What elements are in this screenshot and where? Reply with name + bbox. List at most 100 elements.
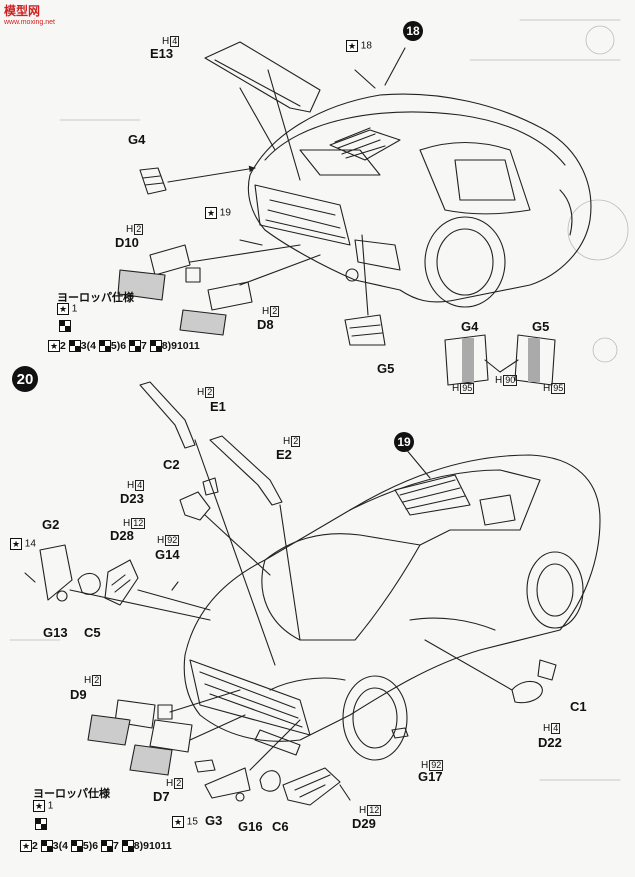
c1-d22-parts <box>424 639 557 704</box>
star-icon: ★ <box>57 303 69 315</box>
europe-decal-bottom: ★ 1 <box>33 800 53 812</box>
label-g5: G5 <box>377 361 395 376</box>
star-icon: ★ <box>172 816 184 828</box>
decal-ref-19: ★ 19 <box>205 207 231 219</box>
g17-part <box>391 727 409 739</box>
checker-icon <box>98 340 111 353</box>
label-g17: G17 <box>418 769 443 784</box>
leader-19 <box>404 447 431 479</box>
checker-icon <box>35 818 47 830</box>
e13-wing-part <box>204 41 321 113</box>
label-d28: D28 <box>110 528 134 543</box>
label-g4: G4 <box>128 132 146 147</box>
label-d22: D22 <box>538 735 562 750</box>
mirror-arms <box>139 381 301 666</box>
decal-ref-g2: ★ 14 <box>10 538 36 550</box>
label-e2: E2 <box>276 447 292 462</box>
checker-icon <box>121 840 134 853</box>
label-g5-paint: G5 <box>532 319 550 334</box>
label-d8: D8 <box>257 317 274 332</box>
checker-icon <box>68 340 81 353</box>
europe-decal-number: 1 <box>71 303 78 315</box>
decal-ref-g3-number: 15 <box>186 816 198 828</box>
label-g13: G13 <box>43 625 68 640</box>
label-e1: E1 <box>210 399 226 414</box>
lower-light-parts <box>194 719 351 806</box>
label-d29: D29 <box>352 816 376 831</box>
g5-vent-part <box>344 234 386 346</box>
label-c5: C5 <box>84 625 101 640</box>
europe-spec-label-top: ヨーロッパ仕様 <box>57 292 134 304</box>
checker-icon <box>149 340 162 353</box>
leader-18 <box>384 47 406 86</box>
decal-ref-18-number: 18 <box>360 40 372 52</box>
decal-ref-19-number: 19 <box>219 207 231 219</box>
decal-ref-g3: ★ 15 <box>172 816 198 828</box>
decal-pointer <box>354 69 376 89</box>
checker-icon <box>70 840 83 853</box>
decal-ref-18: ★ 18 <box>346 40 372 52</box>
star-icon: ★ <box>20 840 32 853</box>
watermark-url: www.moxing.net <box>4 19 55 26</box>
rear-car-drawing <box>247 93 592 308</box>
star-icon: ★ <box>10 538 22 550</box>
checker-icon <box>59 320 71 332</box>
checker-icon <box>128 340 141 353</box>
europe-decal-number: 1 <box>47 800 54 812</box>
front-car-drawing <box>183 454 601 761</box>
checker-icon <box>40 840 53 853</box>
c2-d23-parts <box>179 477 271 576</box>
label-c1: C1 <box>570 699 587 714</box>
background-bleedthrough <box>9 19 629 781</box>
watermark-logo: 模型网 www.moxing.net <box>4 2 55 26</box>
decal-ref-g2-number: 14 <box>24 538 36 550</box>
star-icon: ★ <box>33 800 45 812</box>
step-19-marker: 19 <box>394 432 414 452</box>
rear-plates <box>117 239 321 336</box>
star-icon: ★ <box>48 340 60 353</box>
checker-icon <box>100 840 113 853</box>
label-e13: E13 <box>150 46 174 61</box>
europe-spec-label-bottom: ヨーロッパ仕様 <box>33 788 110 800</box>
step-18-marker: 18 <box>403 21 423 41</box>
watermark-brand: 模型网 <box>4 4 41 18</box>
star-icon: ★ <box>205 207 217 219</box>
label-d7: D7 <box>153 789 170 804</box>
e13-leaders <box>239 69 301 181</box>
front-plates <box>87 689 246 776</box>
paint-sequence-bottom: ★2 3(4 5)6 7 8)91011 <box>20 840 172 853</box>
label-g4-paint: G4 <box>461 319 479 334</box>
europe-check-top <box>59 320 71 332</box>
label-g3: G3 <box>205 813 223 828</box>
label-d10: D10 <box>115 235 139 250</box>
star-icon: ★ <box>346 40 358 52</box>
europe-decal-top: ★ 1 <box>57 303 77 315</box>
g4-vent-part <box>139 165 256 195</box>
left-light-parts <box>24 544 211 621</box>
europe-check-bottom <box>35 818 47 830</box>
label-d9: D9 <box>70 687 87 702</box>
label-g2: G2 <box>42 517 60 532</box>
label-c6: C6 <box>272 819 289 834</box>
step-20-marker: 20 <box>12 366 38 392</box>
paint-sequence-top: ★2 3(4 5)6 7 8)91011 <box>48 340 200 353</box>
label-g16: G16 <box>238 819 263 834</box>
label-g14: G14 <box>155 547 180 562</box>
label-c2: C2 <box>163 457 180 472</box>
